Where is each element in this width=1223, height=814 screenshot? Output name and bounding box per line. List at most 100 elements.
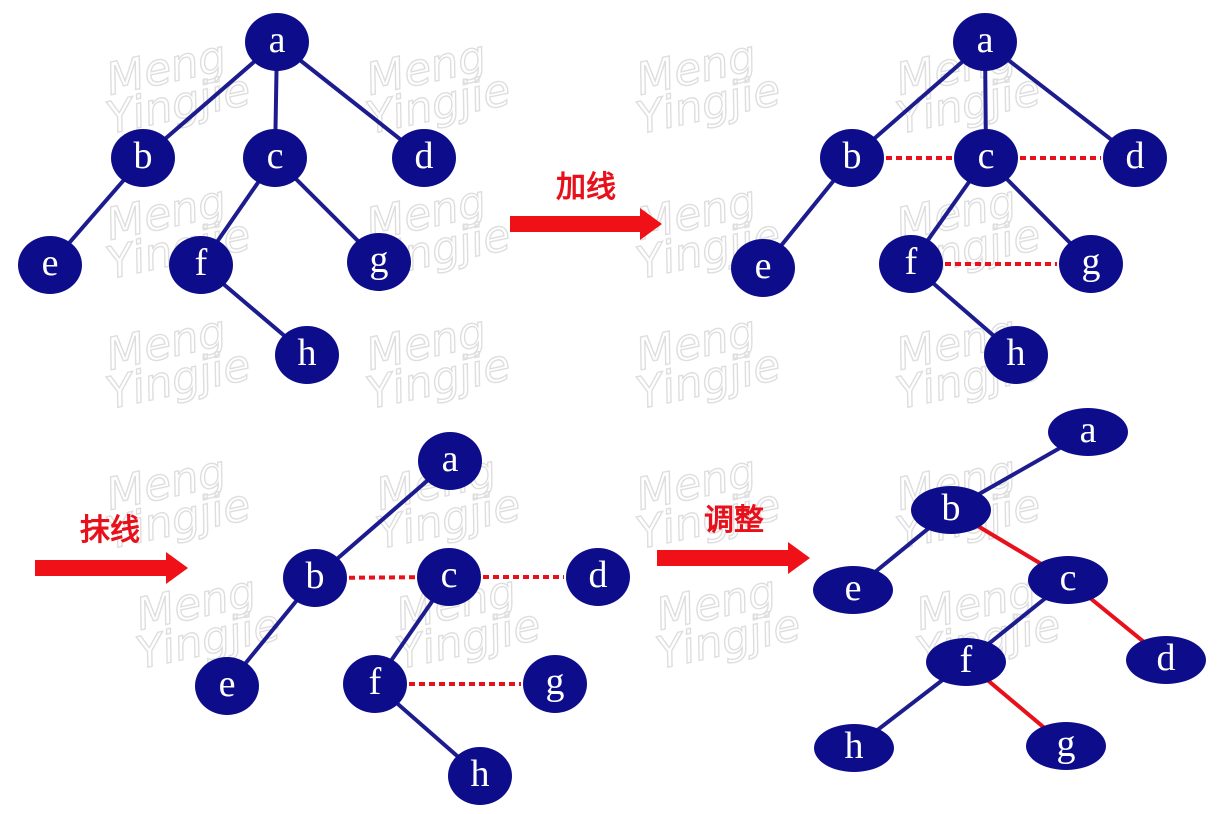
erase-lines-node-f: f	[343, 655, 407, 713]
labels-layer: 加线 抹线 调整	[80, 170, 764, 548]
add-lines-edge-a-d	[983, 40, 1137, 160]
node-label: c	[267, 135, 284, 177]
node-ellipse	[954, 129, 1018, 187]
node-label: h	[298, 332, 317, 374]
node-ellipse	[245, 13, 309, 71]
add-lines-node-f: f	[879, 235, 943, 293]
node-ellipse	[243, 129, 307, 187]
original-node-b: b	[111, 129, 175, 187]
original-node-a: a	[245, 13, 309, 71]
node-ellipse	[523, 655, 587, 713]
arrow-shaft	[510, 216, 642, 232]
add-lines-node-d: d	[1103, 129, 1167, 187]
node-label: h	[1007, 332, 1026, 374]
node-label: e	[755, 245, 772, 287]
node-ellipse	[813, 566, 893, 614]
node-label: d	[415, 135, 434, 177]
erase-lines-node-c: c	[417, 548, 481, 606]
node-ellipse	[347, 233, 411, 291]
node-label: g	[1057, 723, 1076, 765]
node-ellipse	[418, 432, 482, 490]
step-arrow-0	[510, 208, 662, 240]
node-ellipse	[566, 548, 630, 606]
node-ellipse	[731, 239, 795, 297]
node-ellipse	[1103, 129, 1167, 187]
node-ellipse	[926, 638, 1006, 686]
node-label: a	[269, 19, 286, 61]
node-ellipse	[195, 657, 259, 715]
node-label: d	[589, 554, 608, 596]
node-label: c	[441, 554, 458, 596]
erase-lines-node-d: d	[566, 548, 630, 606]
adjusted-node-e: e	[813, 566, 893, 614]
original-node-d: d	[392, 129, 456, 187]
erase-lines-node-h: h	[448, 747, 512, 805]
erase-lines-node-b: b	[283, 549, 347, 607]
step-arrow-1	[35, 552, 188, 584]
node-label: e	[845, 567, 862, 609]
add-lines-node-c: c	[954, 129, 1018, 187]
adjusted-node-f: f	[926, 638, 1006, 686]
arrow-shaft	[657, 550, 790, 566]
original-node-h: h	[275, 326, 339, 384]
node-ellipse	[283, 549, 347, 607]
node-ellipse	[18, 236, 82, 294]
arrow-head	[166, 552, 188, 584]
node-ellipse	[111, 129, 175, 187]
node-label: b	[843, 135, 862, 177]
step-label-erase-lines: 抹线	[80, 513, 140, 548]
erase-lines-node-a: a	[418, 432, 482, 490]
node-label: c	[978, 135, 995, 177]
node-label: h	[471, 753, 490, 795]
node-label: b	[942, 487, 961, 529]
adjusted-node-h: h	[814, 724, 894, 772]
original-node-g: g	[347, 233, 411, 291]
original-edge-a-d	[275, 40, 426, 160]
node-label: e	[219, 663, 236, 705]
node-label: b	[306, 555, 325, 597]
erase-lines-node-g: g	[523, 655, 587, 713]
adjusted-node-a: a	[1048, 408, 1128, 456]
node-label: f	[195, 242, 208, 284]
arrows-layer	[35, 208, 810, 584]
node-label: g	[370, 239, 389, 281]
node-label: a	[442, 438, 459, 480]
node-ellipse	[417, 548, 481, 606]
node-ellipse	[879, 235, 943, 293]
adjusted-node-b: b	[911, 486, 991, 534]
node-ellipse	[275, 326, 339, 384]
add-lines-node-h: h	[984, 326, 1048, 384]
node-label: a	[1080, 409, 1097, 451]
node-label: e	[42, 242, 59, 284]
node-label: g	[1082, 241, 1101, 283]
step-label-add-lines: 加线	[556, 170, 616, 205]
arrow-head	[788, 542, 810, 574]
node-ellipse	[1059, 235, 1123, 293]
step-arrow-2	[657, 542, 810, 574]
node-ellipse	[814, 724, 894, 772]
node-label: f	[960, 639, 973, 681]
add-lines-node-e: e	[731, 239, 795, 297]
node-ellipse	[984, 326, 1048, 384]
original-node-e: e	[18, 236, 82, 294]
node-label: d	[1126, 135, 1145, 177]
node-label: a	[977, 19, 994, 61]
node-ellipse	[392, 129, 456, 187]
node-ellipse	[953, 13, 1017, 71]
add-lines-node-g: g	[1059, 235, 1123, 293]
node-ellipse	[1126, 636, 1206, 684]
node-label: h	[845, 725, 864, 767]
node-label: c	[1060, 557, 1077, 599]
node-label: f	[369, 661, 382, 703]
node-label: f	[905, 241, 918, 283]
node-label: g	[546, 661, 565, 703]
node-ellipse	[911, 486, 991, 534]
